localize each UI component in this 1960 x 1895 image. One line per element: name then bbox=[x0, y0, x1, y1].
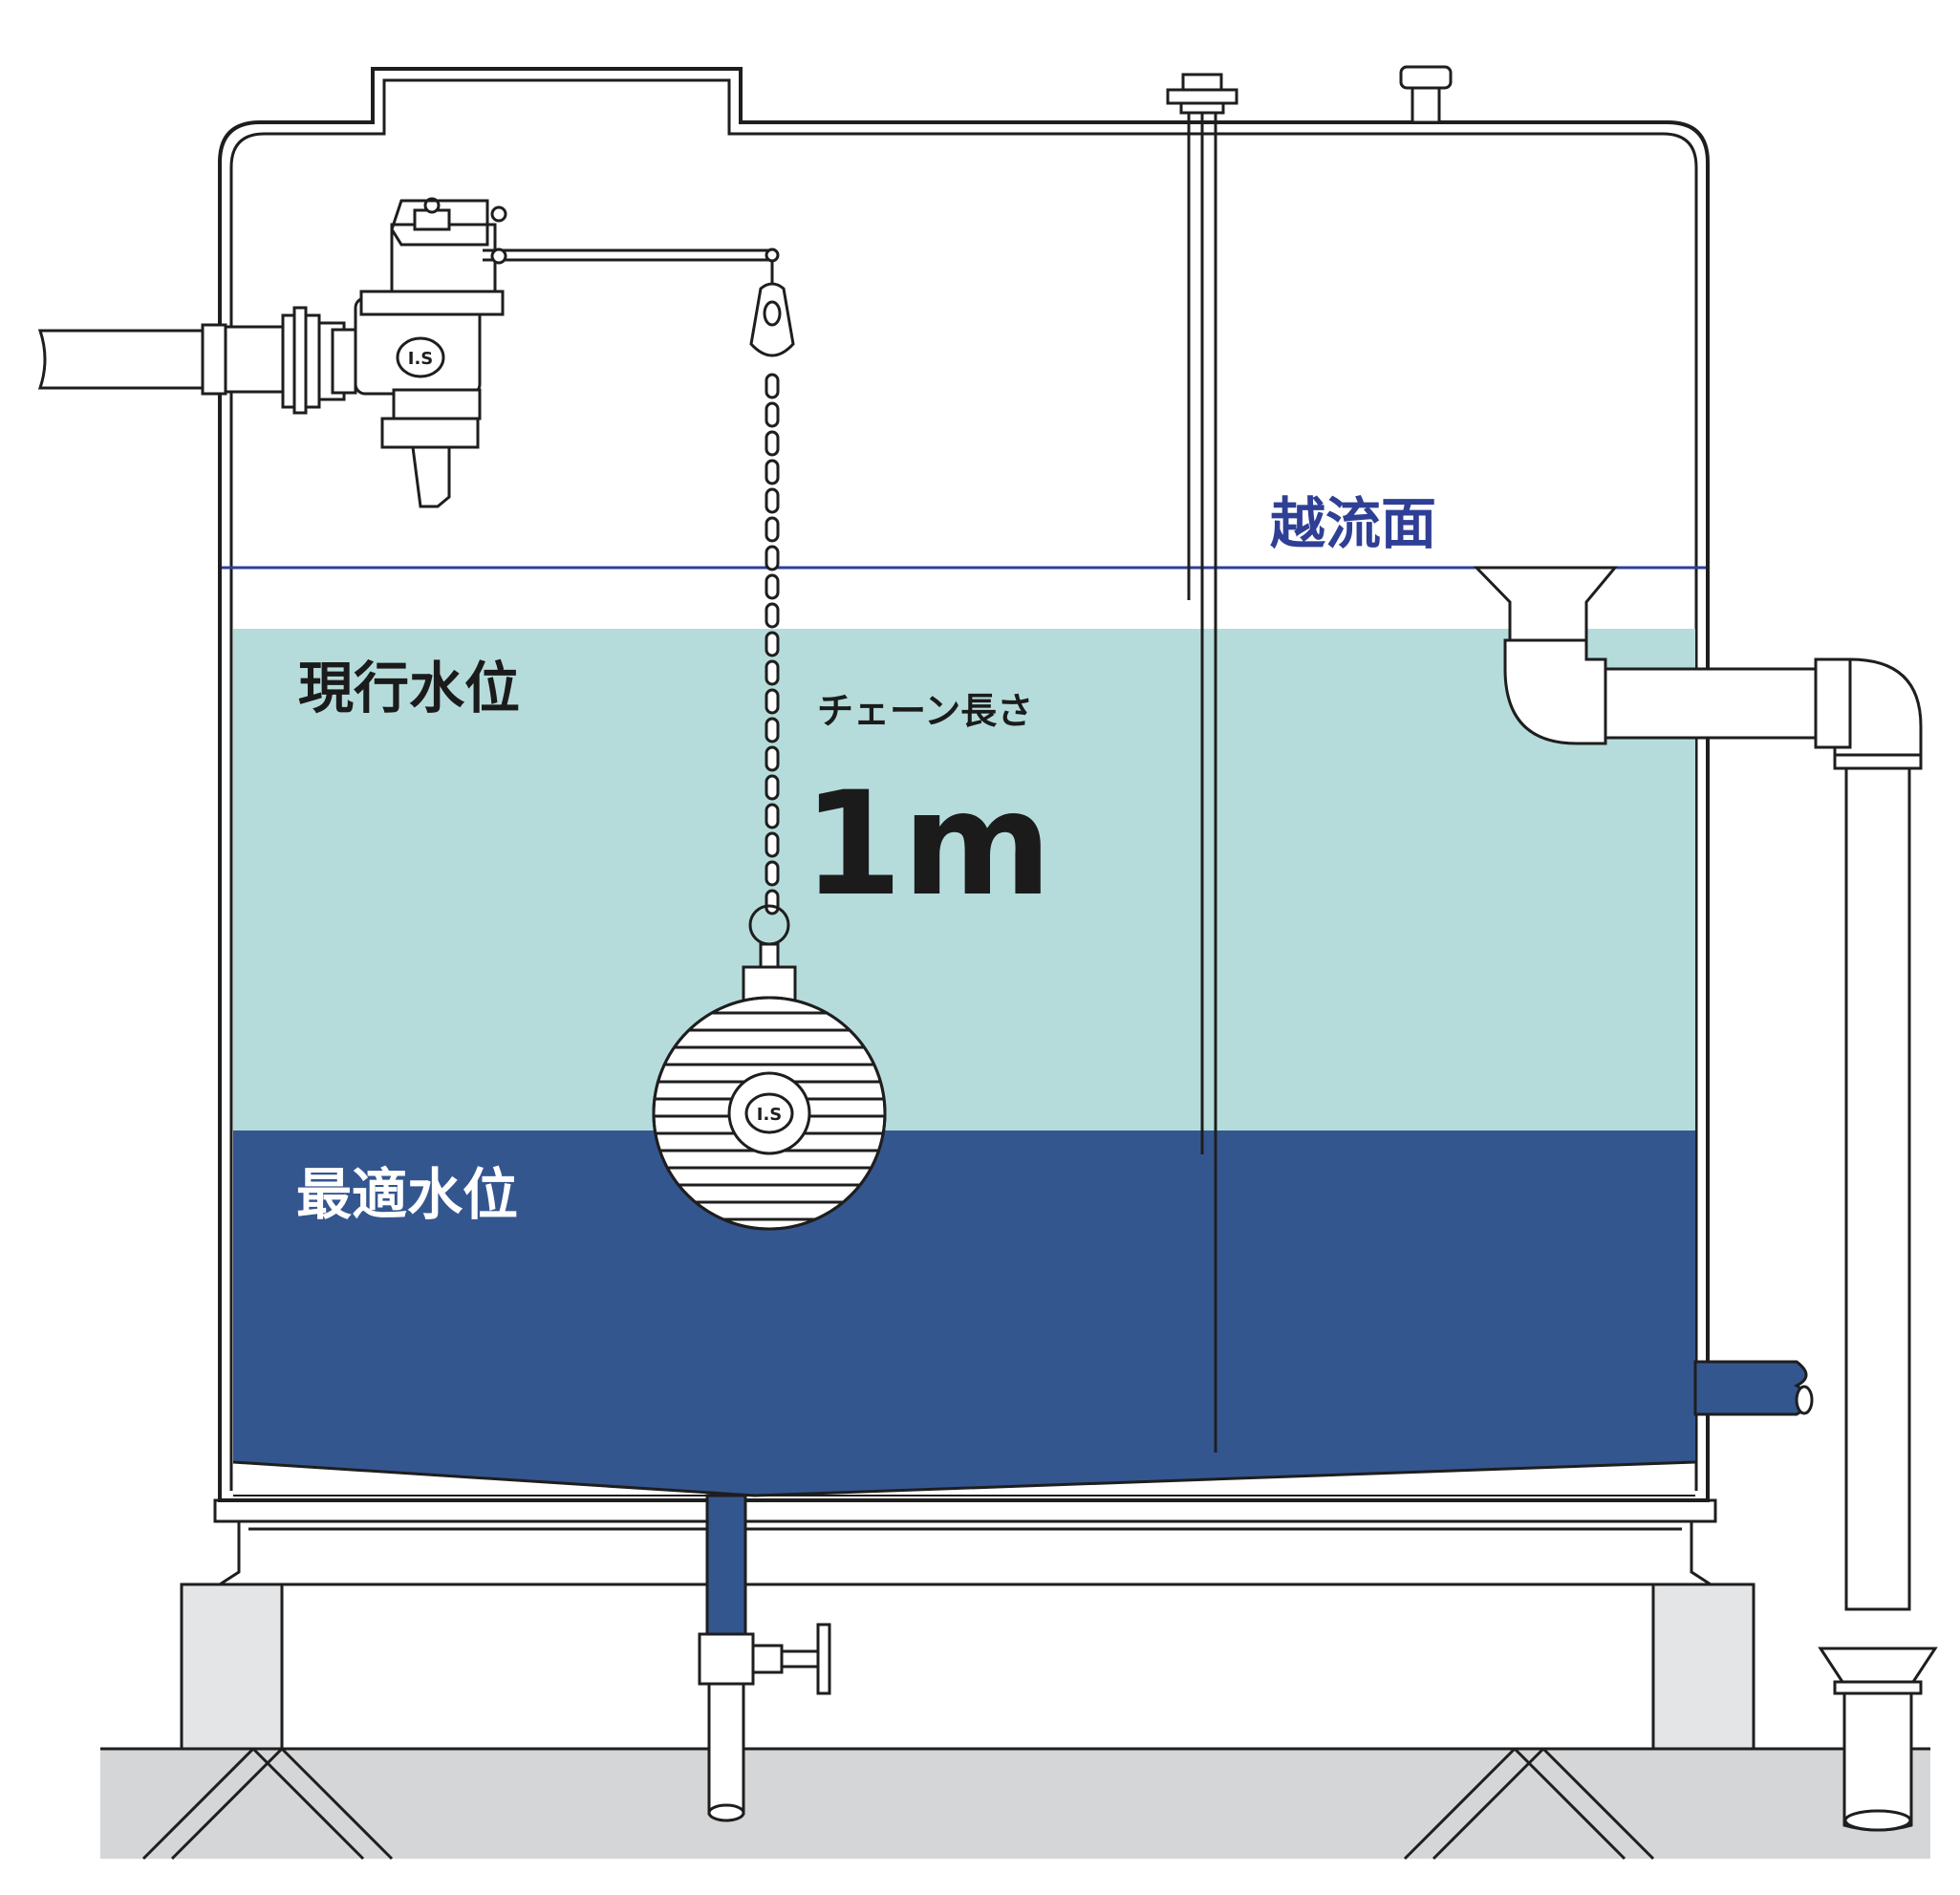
chain-link bbox=[765, 631, 780, 657]
chain-link bbox=[765, 545, 780, 571]
chain-length-value: 1m bbox=[803, 762, 1052, 928]
float-ball bbox=[652, 904, 887, 1231]
chain-link bbox=[765, 860, 780, 887]
overflow-surface-label: 越流面 bbox=[1270, 491, 1436, 556]
chain-link bbox=[765, 487, 780, 514]
chain-link bbox=[765, 602, 780, 629]
foundation bbox=[180, 1583, 1755, 1751]
optimal-water-level-label: 最適水位 bbox=[296, 1162, 518, 1227]
tank-body bbox=[218, 67, 1710, 1502]
overflow-pipe bbox=[1473, 566, 1923, 1611]
chain-link bbox=[765, 373, 780, 399]
chain-link bbox=[765, 889, 780, 915]
drain-funnel bbox=[1818, 1647, 1938, 1832]
ball-tap-valve bbox=[281, 197, 780, 508]
chain-link bbox=[765, 430, 780, 457]
chain-link bbox=[765, 688, 780, 715]
valve-logo-emblem bbox=[396, 336, 445, 378]
ground-hatch-left bbox=[141, 1747, 394, 1861]
chain-link bbox=[765, 516, 780, 543]
chain-link bbox=[765, 803, 780, 829]
foundation-block-left bbox=[180, 1583, 284, 1751]
chain-link bbox=[765, 831, 780, 858]
chain-link bbox=[765, 573, 780, 600]
electrode-rods bbox=[1187, 113, 1217, 1453]
chain-link bbox=[765, 745, 780, 772]
optimal-water-region bbox=[233, 1131, 1695, 1496]
manhole-cap bbox=[1399, 65, 1453, 124]
chain-link bbox=[765, 459, 780, 485]
chain-length-caption: チェーン長さ bbox=[817, 690, 1033, 732]
inlet-pipe bbox=[37, 323, 285, 396]
float-chain bbox=[749, 260, 795, 915]
chain-link bbox=[765, 774, 780, 801]
tank-base bbox=[213, 1498, 1717, 1586]
ground bbox=[100, 1747, 1930, 1861]
foundation-block-right bbox=[1651, 1583, 1755, 1751]
vent-fitting bbox=[1166, 73, 1238, 115]
ground-hatch-right bbox=[1403, 1747, 1655, 1861]
chain-link bbox=[765, 401, 780, 428]
chain-link bbox=[765, 717, 780, 743]
current-water-level-label: 現行水位 bbox=[298, 656, 520, 721]
valve-logo-text: I.S bbox=[408, 349, 434, 369]
chain-link bbox=[765, 659, 780, 686]
bottom-drain-pipe bbox=[698, 1494, 831, 1822]
current-water-region bbox=[233, 629, 1695, 1131]
side-outlet-pipe bbox=[1693, 1360, 1814, 1416]
float-logo-text: I.S bbox=[757, 1105, 783, 1125]
